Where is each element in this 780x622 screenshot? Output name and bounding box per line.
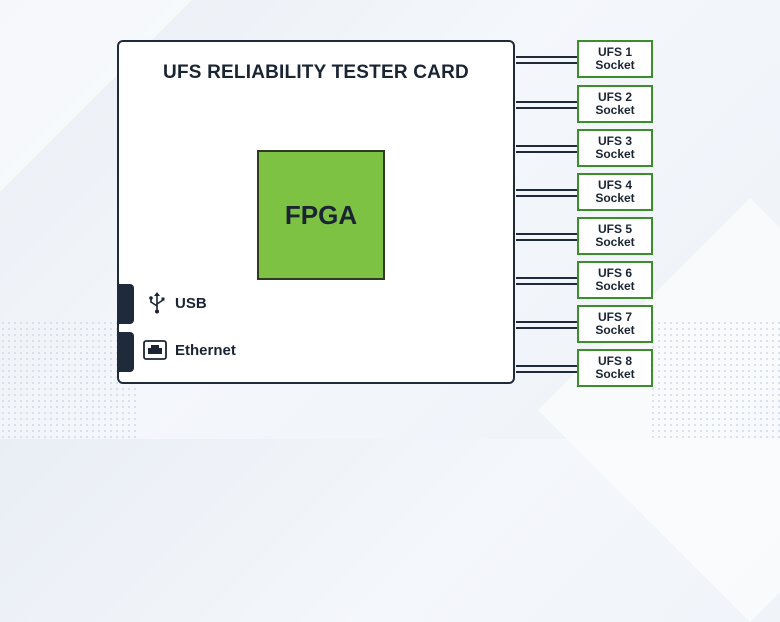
ethernet-label: Ethernet <box>175 341 236 359</box>
socket-sub: Socket <box>595 367 635 381</box>
usb-icon <box>147 292 167 314</box>
socket-sub: Socket <box>595 103 635 117</box>
ethernet-icon <box>143 340 167 360</box>
socket-name: UFS 6 <box>597 266 632 280</box>
fpga-label: FPGA <box>284 199 358 230</box>
socket-connector <box>516 321 578 329</box>
socket-connector <box>516 233 578 241</box>
background-dots <box>0 320 140 440</box>
socket-name: UFS 8 <box>597 354 632 368</box>
ufs-socket-6: UFS 6 Socket <box>577 261 653 299</box>
ufs-socket-8: UFS 8 Socket <box>577 349 653 387</box>
ethernet-port-label: Ethernet <box>143 340 236 360</box>
ufs-socket-7: UFS 7 Socket <box>577 305 653 343</box>
socket-connector <box>516 277 578 285</box>
socket-name: UFS 4 <box>597 178 632 192</box>
ufs-socket-2: UFS 2 Socket <box>577 85 653 123</box>
socket-sub: Socket <box>595 191 635 205</box>
socket-name: UFS 2 <box>597 90 632 104</box>
socket-name: UFS 3 <box>597 134 632 148</box>
socket-sub: Socket <box>595 323 635 337</box>
usb-label: USB <box>175 294 207 312</box>
socket-connector <box>516 101 578 109</box>
ufs-socket-5: UFS 5 Socket <box>577 217 653 255</box>
socket-sub: Socket <box>595 235 635 249</box>
socket-name: UFS 7 <box>597 310 632 324</box>
socket-sub: Socket <box>595 58 635 72</box>
usb-port <box>117 284 134 324</box>
socket-sub: Socket <box>595 147 635 161</box>
socket-name: UFS 5 <box>597 222 632 236</box>
ufs-socket-1: UFS 1 Socket <box>577 40 653 78</box>
card-title: UFS RELIABILITY TESTER CARD <box>163 62 469 83</box>
ufs-socket-3: UFS 3 Socket <box>577 129 653 167</box>
background-dots <box>650 320 780 440</box>
socket-connector <box>516 56 578 64</box>
fpga-chip: FPGA <box>257 150 385 280</box>
ufs-socket-4: UFS 4 Socket <box>577 173 653 211</box>
ethernet-port <box>117 332 134 372</box>
usb-port-label: USB <box>147 292 207 314</box>
tester-card: UFS RELIABILITY TESTER CARD FPGA USB <box>117 40 515 384</box>
socket-connector <box>516 145 578 153</box>
socket-name: UFS 1 <box>597 45 632 59</box>
socket-connector <box>516 189 578 197</box>
socket-sub: Socket <box>595 279 635 293</box>
socket-connector <box>516 365 578 373</box>
